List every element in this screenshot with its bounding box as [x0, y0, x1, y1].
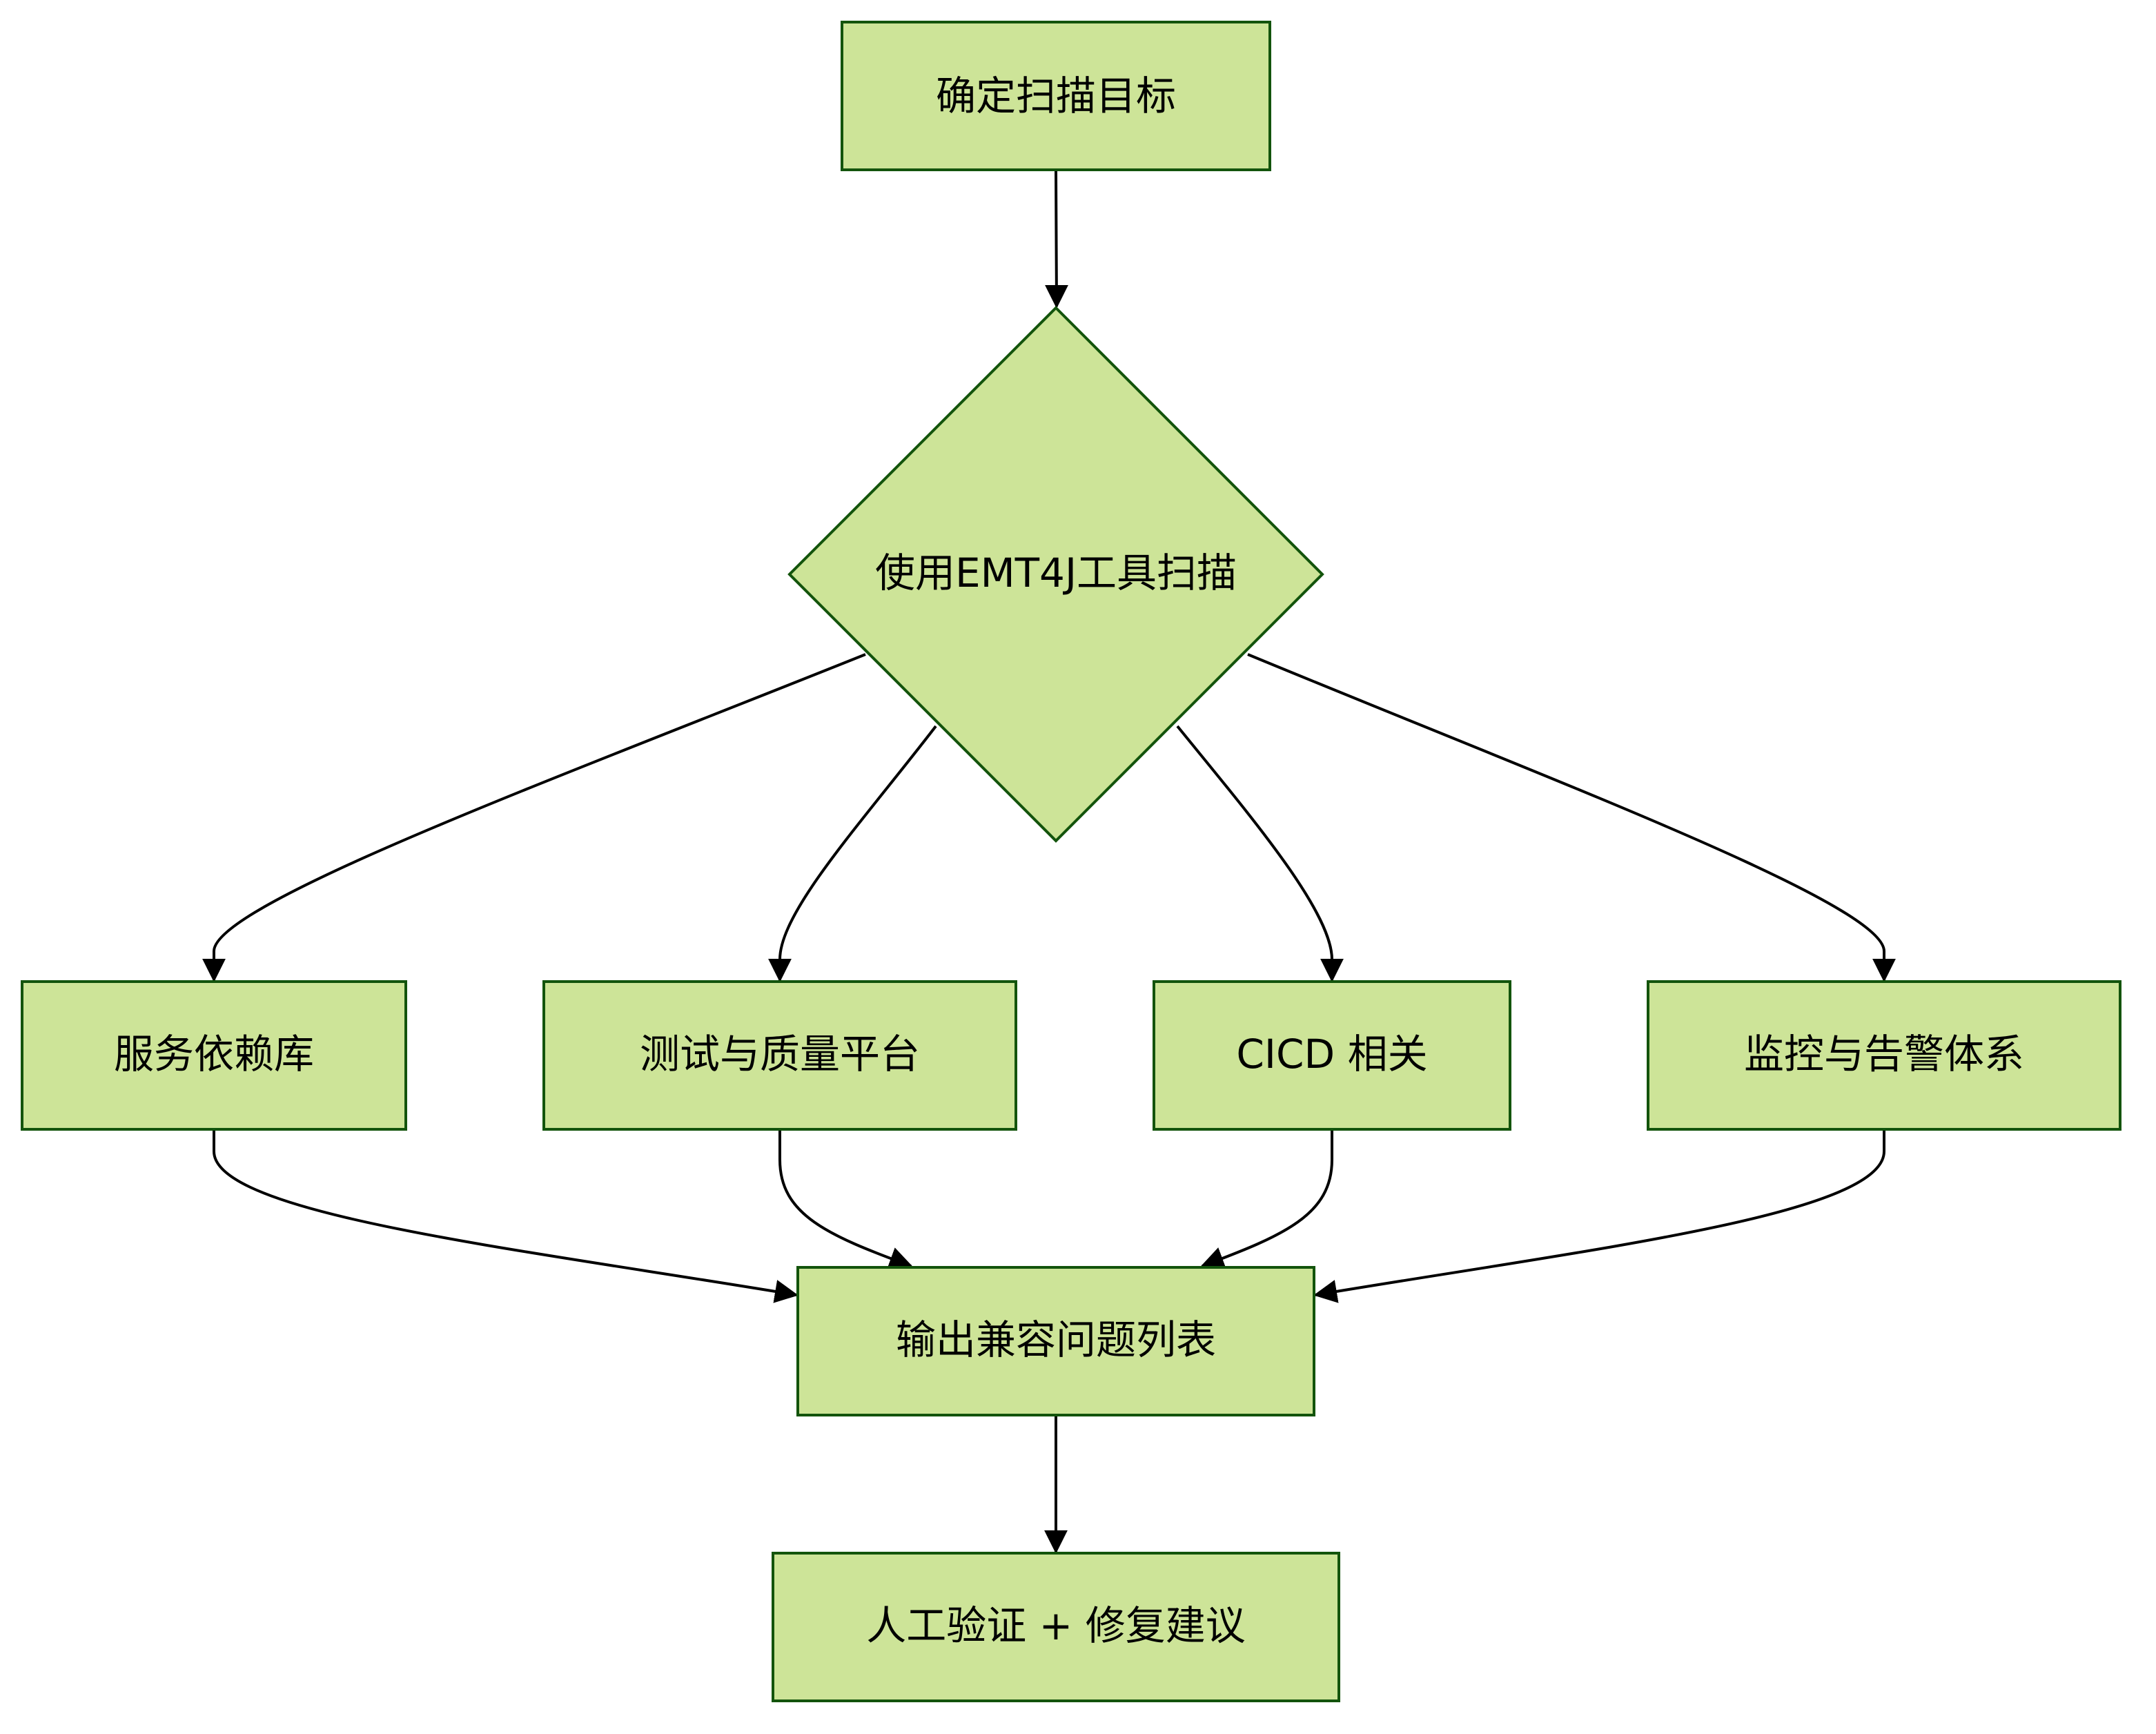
edge-scan-to-deps	[202, 653, 866, 982]
edge-start-to-scan	[1044, 169, 1068, 309]
node-cicd-label: CICD 相关	[1236, 1031, 1427, 1078]
node-verify: 人工验证 + 修复建议	[772, 1552, 1340, 1702]
node-test-label: 测试与质量平台	[640, 1031, 920, 1078]
node-scan-decision: 使用EMT4J工具扫描	[787, 306, 1324, 843]
node-monitor-label: 监控与告警体系	[1744, 1031, 2024, 1078]
node-deps: 服务依赖库	[21, 980, 407, 1131]
node-verify-label: 人工验证 + 修复建议	[866, 1602, 1245, 1649]
edges	[202, 169, 1896, 1554]
node-deps-label: 服务依赖库	[114, 1031, 314, 1078]
node-cicd: CICD 相关	[1153, 980, 1511, 1131]
edge-monitor-to-output	[1313, 1129, 1885, 1303]
node-scan-label: 使用EMT4J工具扫描	[875, 549, 1237, 596]
edge-scan-to-monitor	[1247, 653, 1896, 982]
node-output-label: 输出兼容问题列表	[896, 1316, 1216, 1363]
edge-cicd-to-output	[1200, 1129, 1333, 1270]
edge-test-to-output	[778, 1129, 913, 1270]
edge-scan-to-cicd	[1176, 725, 1344, 982]
node-monitor: 监控与告警体系	[1647, 980, 2121, 1131]
edge-deps-to-output	[213, 1129, 798, 1303]
node-start: 确定扫描目标	[841, 21, 1271, 171]
node-output: 输出兼容问题列表	[796, 1266, 1315, 1416]
node-test: 测试与质量平台	[542, 980, 1017, 1131]
edge-scan-to-test	[768, 725, 937, 982]
node-start-label: 确定扫描目标	[936, 72, 1176, 119]
